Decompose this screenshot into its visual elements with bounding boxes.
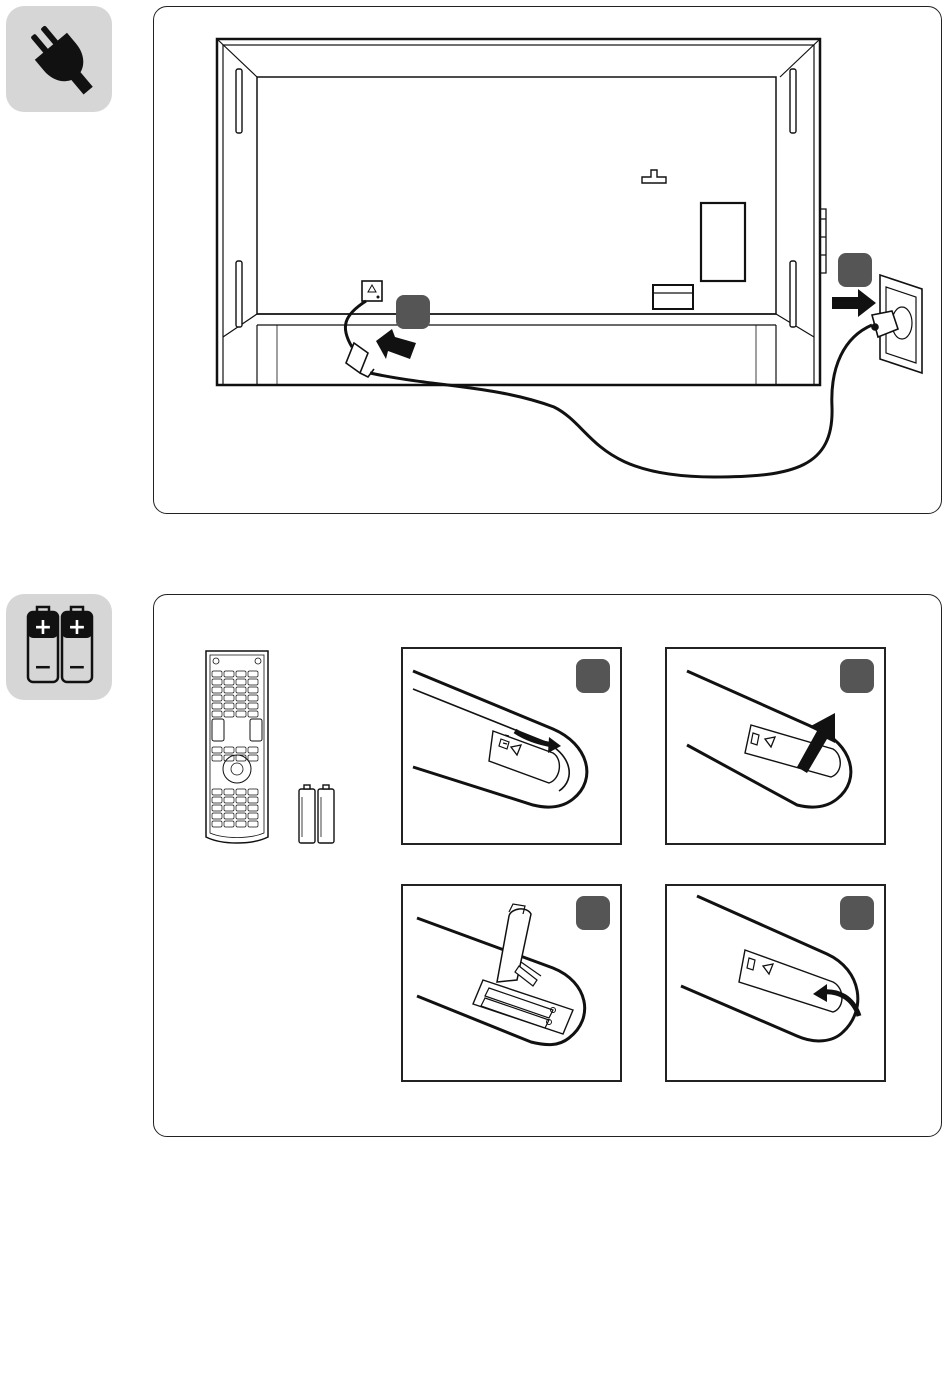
insert-arrow-1 — [376, 329, 416, 359]
power-step-2-badge — [838, 253, 872, 287]
battery-section-icon-tile: + + − − — [6, 594, 112, 700]
battery-step-close-cover — [665, 884, 886, 1082]
power-connection-panel — [153, 6, 942, 514]
tv-power-diagram — [154, 7, 940, 512]
power-section-icon-tile — [6, 6, 112, 112]
svg-text:−: − — [68, 655, 86, 680]
remote-control-illustration — [202, 647, 272, 847]
svg-text:−: − — [34, 655, 52, 680]
battery-step-4-badge — [840, 896, 874, 930]
svg-text:+: + — [68, 615, 86, 640]
battery-step-2-badge — [840, 659, 874, 693]
hook-symbol — [642, 170, 666, 183]
power-step-1-badge — [396, 295, 430, 329]
battery-step-3-badge — [576, 896, 610, 930]
tv-back — [217, 39, 820, 385]
battery-step-open-latch — [401, 647, 622, 845]
aaa-batteries-illustration — [297, 783, 337, 845]
inlet-cord — [345, 301, 366, 347]
insert-arrow-2 — [832, 289, 876, 317]
batteries-icon: + + − − — [6, 594, 112, 700]
connector-box-large — [701, 203, 745, 281]
battery-step-1-badge — [576, 659, 610, 693]
battery-step-insert-batteries — [401, 884, 622, 1082]
battery-step-lift-cover — [665, 647, 886, 845]
ac-inlet — [362, 281, 382, 301]
power-cord — [370, 325, 872, 477]
svg-text:+: + — [34, 615, 52, 640]
mounting-slots — [236, 69, 796, 327]
connector-box-small — [653, 285, 693, 309]
remote-battery-panel — [153, 594, 942, 1137]
tv-side-plug — [346, 343, 374, 377]
power-plug-icon — [6, 6, 112, 112]
